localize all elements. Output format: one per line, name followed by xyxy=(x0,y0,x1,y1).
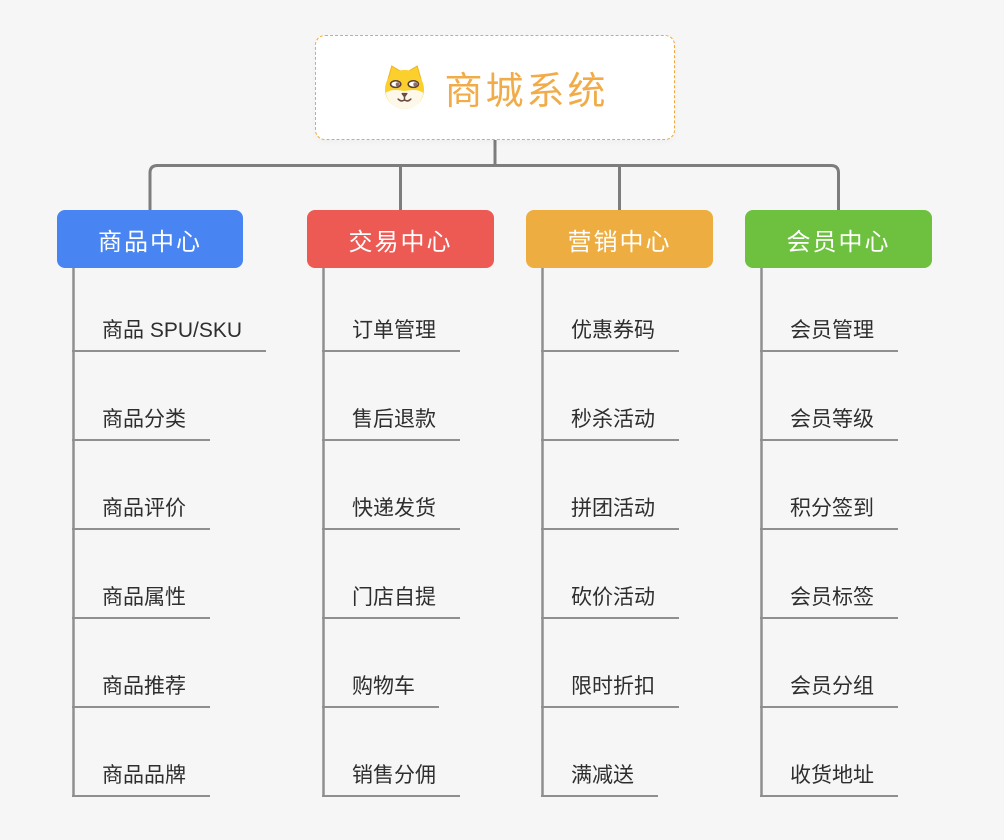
branch-node-product-center[interactable]: 商品中心 xyxy=(57,210,243,268)
leaf-node[interactable]: 会员分组 xyxy=(760,670,898,708)
leaf-node[interactable]: 限时折扣 xyxy=(541,670,679,708)
branch-label: 交易中心 xyxy=(348,228,453,256)
leaf-node[interactable]: 拼团活动 xyxy=(541,492,679,530)
leaf-node[interactable]: 会员标签 xyxy=(760,581,898,619)
leaf-node[interactable]: 商品推荐 xyxy=(72,670,210,708)
leaf-node[interactable]: 会员等级 xyxy=(760,403,898,441)
leaf-node[interactable]: 订单管理 xyxy=(322,314,460,352)
leaf-node[interactable]: 秒杀活动 xyxy=(541,403,679,441)
doge-face-icon xyxy=(385,65,425,110)
leaf-node[interactable]: 快递发货 xyxy=(322,492,460,530)
leaf-node[interactable]: 积分签到 xyxy=(760,492,898,530)
branch-label: 商品中心 xyxy=(98,228,202,256)
branch-node-member-center[interactable]: 会员中心 xyxy=(745,210,932,268)
leaf-node[interactable]: 会员管理 xyxy=(760,314,898,352)
branch-children-product: 商品 SPU/SKU 商品分类 商品评价 商品属性 商品推荐 商品品牌 xyxy=(72,263,267,797)
branch-children-trade: 订单管理 售后退款 快递发货 门店自提 购物车 销售分佣 xyxy=(322,263,460,797)
leaf-node[interactable]: 商品 SPU/SKU xyxy=(72,314,267,352)
leaf-node[interactable]: 优惠券码 xyxy=(541,314,679,352)
branch-children-marketing: 优惠券码 秒杀活动 拼团活动 砍价活动 限时折扣 满减送 xyxy=(541,263,679,797)
leaf-node[interactable]: 收货地址 xyxy=(760,759,898,797)
branch-children-member: 会员管理 会员等级 积分签到 会员标签 会员分组 收货地址 xyxy=(760,263,898,797)
leaf-node[interactable]: 砍价活动 xyxy=(541,581,679,619)
leaf-node[interactable]: 售后退款 xyxy=(322,403,460,441)
leaf-node[interactable]: 商品分类 xyxy=(72,403,210,441)
leaf-node[interactable]: 购物车 xyxy=(322,670,439,708)
leaf-node[interactable]: 商品属性 xyxy=(72,581,210,619)
branch-node-marketing-center[interactable]: 营销中心 xyxy=(526,210,713,268)
branch-node-trade-center[interactable]: 交易中心 xyxy=(307,210,494,268)
branch-label: 营销中心 xyxy=(567,228,672,256)
root-title: 商城系统 xyxy=(444,71,609,113)
branch-label: 会员中心 xyxy=(786,228,891,256)
leaf-node[interactable]: 商品品牌 xyxy=(72,759,210,797)
leaf-node[interactable]: 门店自提 xyxy=(322,581,460,619)
leaf-node[interactable]: 商品评价 xyxy=(72,492,210,530)
leaf-node[interactable]: 销售分佣 xyxy=(322,759,460,797)
leaf-node[interactable]: 满减送 xyxy=(541,759,658,797)
root-node[interactable]: 商城系统 xyxy=(315,35,675,140)
